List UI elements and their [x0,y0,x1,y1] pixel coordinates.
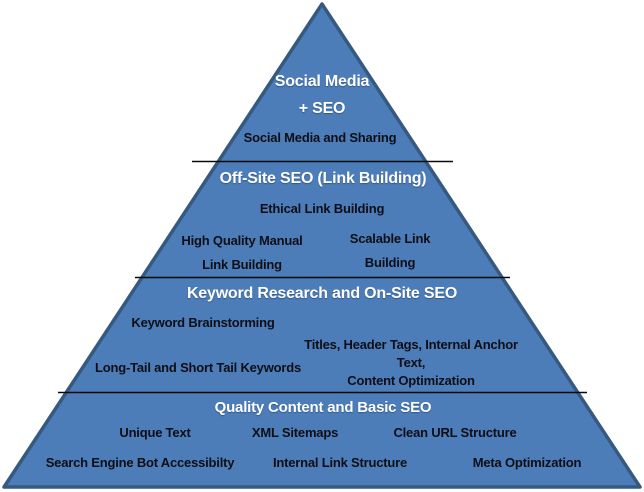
item-internal-link-structure: Internal Link Structure [272,455,408,470]
item-clean-url-structure: Clean URL Structure [393,425,517,440]
item-high-quality-manual-link-building: High Quality Manual Link Building [181,233,303,272]
level-4-title: Quality Content and Basic SEO [214,399,432,416]
level-2-title: Off-Site SEO (Link Building) [219,170,427,187]
item-meta-optimization: Meta Optimization [472,455,582,470]
item-long-tail-and-short-tail-keywords: Long-Tail and Short Tail Keywords [95,360,301,375]
item-search-engine-bot-accessibilty: Search Engine Bot Accessibilty [45,455,235,470]
item-scalable-link-building: Scalable Link Building [349,231,431,270]
item-social-media-and-sharing: Social Media and Sharing [243,130,397,145]
item-unique-text: Unique Text [119,425,191,440]
level-3-title: Keyword Research and On-Site SEO [186,285,458,302]
item-xml-sitemaps: XML Sitemaps [251,425,339,440]
item-keyword-brainstorming: Keyword Brainstorming [131,315,275,330]
item-ethical-link-building: Ethical Link Building [259,201,385,216]
item-titles-header-tags-content-optimization: Titles, Header Tags, Internal Anchor Tex… [304,337,518,388]
level-1-title: Social Media + SEO [274,73,370,117]
